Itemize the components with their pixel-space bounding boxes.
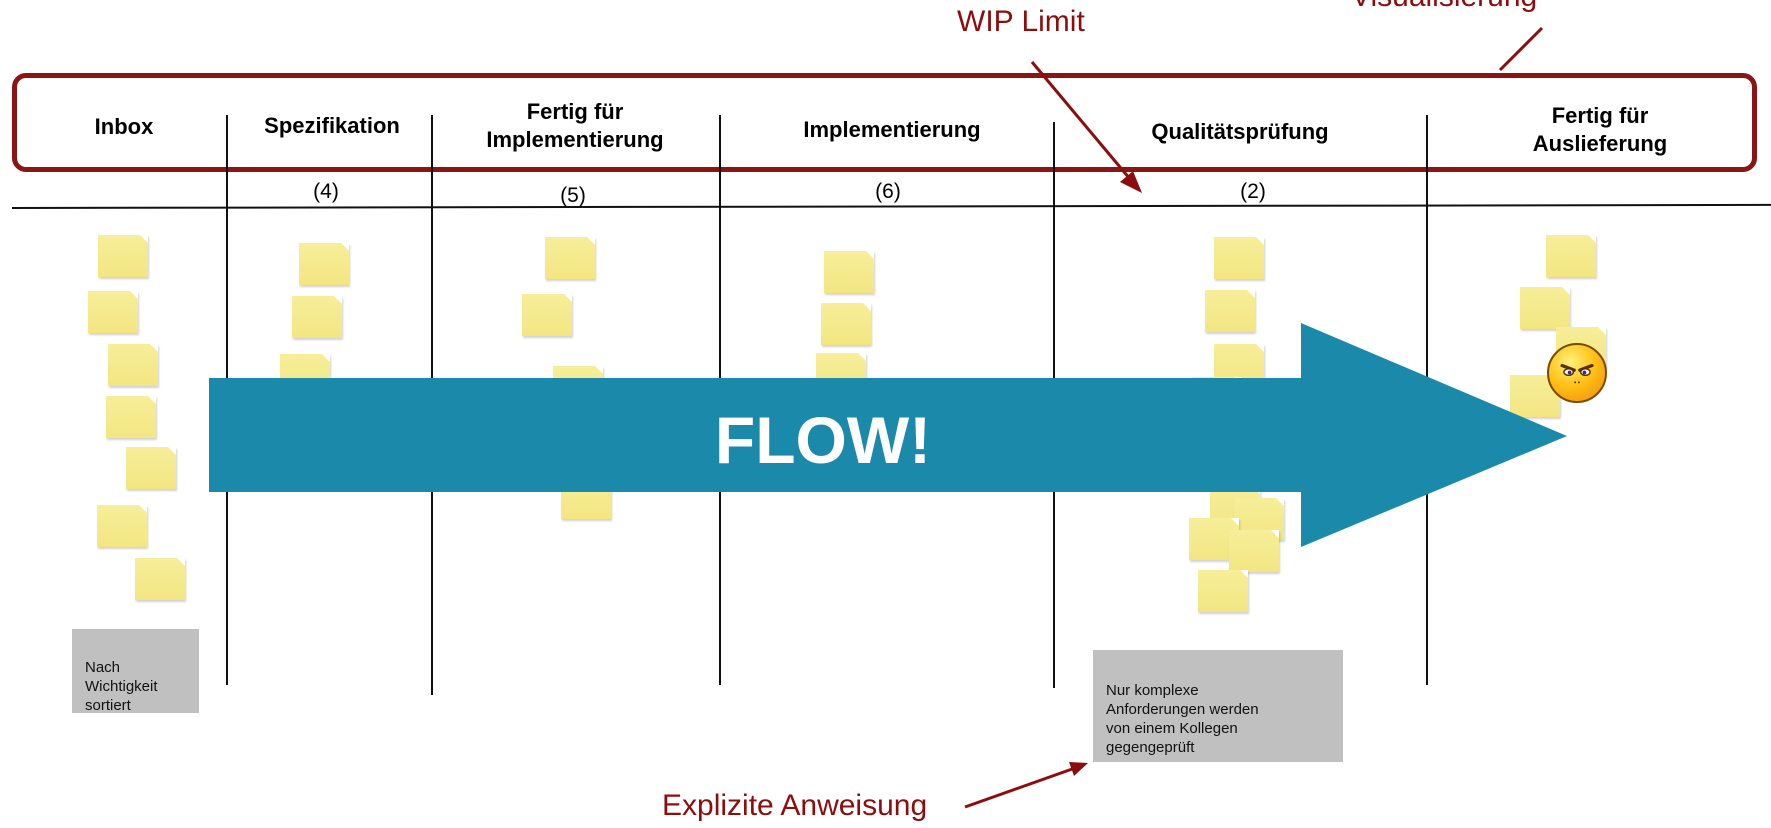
board-header-box <box>12 73 1757 172</box>
visualisierung-annotation: Visualisierung <box>1351 0 1537 14</box>
wip-limit-annotation: WIP Limit <box>957 5 1085 38</box>
sticky-note <box>292 296 342 338</box>
angry-smiley-icon <box>1547 343 1607 403</box>
sticky-note <box>126 447 176 489</box>
sticky-note <box>108 344 158 386</box>
wip-limit-pointer <box>1030 61 1132 180</box>
sticky-note <box>1229 530 1279 572</box>
explizite-anweisung-annotation: Explizite Anweisung <box>662 789 928 822</box>
policy-quality-text: Nur komplexe Anforderungen werden von ei… <box>1106 682 1259 756</box>
sticky-note <box>106 396 156 438</box>
flow-arrow <box>209 323 1567 547</box>
policy-inbox: Nach Wichtigkeit sortiert <box>72 629 199 714</box>
wip-limit-spezifikation: (4) <box>313 180 339 203</box>
sticky-note <box>545 237 595 279</box>
column-title-fertig-implementierung: Fertig für Implementierung <box>486 99 664 152</box>
sticky-note <box>88 291 138 333</box>
explizite-anweisung-pointer-head <box>1069 762 1088 776</box>
sticky-note <box>97 505 147 547</box>
sticky-note <box>1198 570 1248 612</box>
column-title-qualitaetspruefung: Qualitätsprüfung <box>1151 119 1329 144</box>
sticky-note <box>1520 287 1570 329</box>
column-title-spezifikation: Spezifikation <box>264 113 400 138</box>
sticky-note <box>98 235 148 277</box>
column-title-fertig-auslieferung: Fertig für Auslieferung <box>1532 103 1668 156</box>
explizite-anweisung-pointer <box>964 766 1076 809</box>
sticky-note <box>135 558 185 600</box>
column-title-implementierung: Implementierung <box>803 117 981 142</box>
column-title-inbox: Inbox <box>94 114 154 139</box>
wip-limit-pointer-head <box>1120 171 1142 193</box>
sticky-note <box>299 243 349 285</box>
sticky-note <box>821 303 871 345</box>
wip-limit-qualitaetspruefung: (2) <box>1240 180 1266 203</box>
sticky-note <box>522 294 572 336</box>
sticky-note <box>1205 290 1255 332</box>
sticky-note <box>824 251 874 293</box>
policy-inbox-text: Nach Wichtigkeit sortiert <box>85 659 158 714</box>
sticky-note <box>1546 235 1596 277</box>
flow-arrow-label: FLOW! <box>715 403 931 477</box>
sticky-note <box>1214 237 1264 279</box>
visualisierung-pointer <box>1498 26 1544 72</box>
wip-limit-fertig-implementierung: (5) <box>560 184 586 207</box>
policy-qualitaetspruefung: Nur komplexe Anforderungen werden von ei… <box>1093 650 1343 762</box>
wip-limit-implementierung: (6) <box>875 180 901 203</box>
